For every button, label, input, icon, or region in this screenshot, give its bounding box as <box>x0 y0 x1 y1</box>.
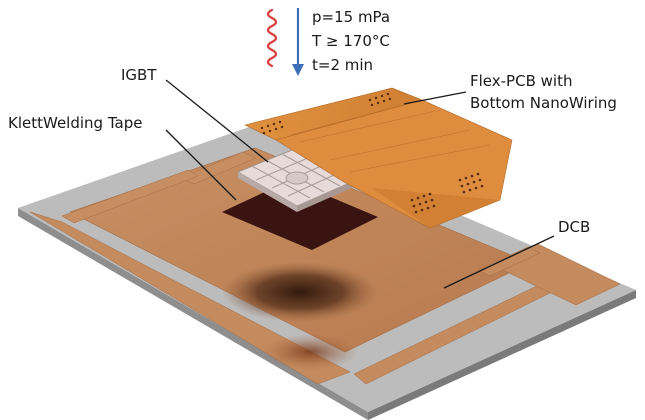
flex-pcb-label-line2: Bottom NanoWiring <box>470 94 617 112</box>
time-text: t=2 min <box>312 56 373 74</box>
temperature-text: T ≥ 170°C <box>311 32 390 50</box>
copper-pad-bottom-left <box>29 211 351 385</box>
tape-leader-line <box>165 129 237 201</box>
pressure-text: p=15 mPa <box>312 8 390 26</box>
igbt-label: IGBT <box>121 66 157 84</box>
heat-wave-icon <box>266 8 278 68</box>
igbt-leader-line <box>165 79 269 163</box>
dcb-copper-pads <box>29 147 621 385</box>
copper-pad-topleft-1 <box>179 151 257 185</box>
flex-pcb-label-line1: Flex-PCB with <box>470 72 572 90</box>
klettwelding-tape <box>222 180 378 250</box>
flex-pcb-leader-line <box>403 91 467 105</box>
dcb-leader-line <box>443 235 555 289</box>
dcb-label: DCB <box>558 218 590 236</box>
down-arrow-icon <box>292 8 304 76</box>
copper-pad-right-strip <box>477 246 541 277</box>
copper-pad-topleft-2 <box>61 169 199 224</box>
tape-label: KlettWelding Tape <box>8 114 142 132</box>
